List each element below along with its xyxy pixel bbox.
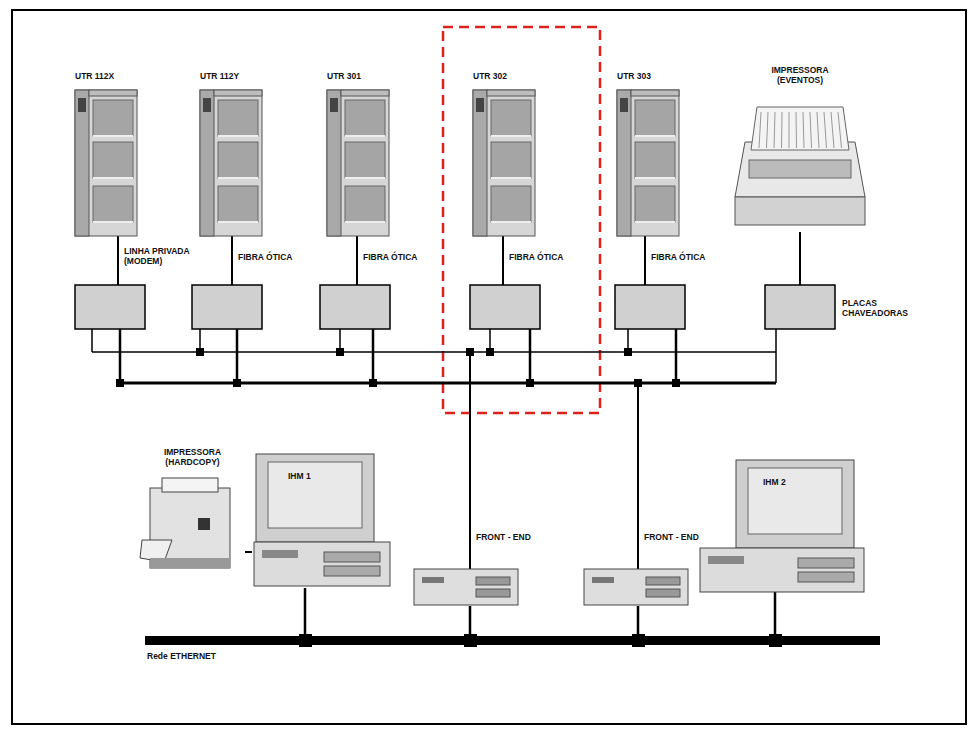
device-figure xyxy=(468,90,543,237)
network-label: Rede ETHERNET xyxy=(147,652,247,662)
device-figure xyxy=(612,90,687,237)
frame xyxy=(12,10,966,724)
device-label: UTR 112Y xyxy=(195,72,270,82)
device-label: FRONT - END xyxy=(582,533,716,543)
rtu-cabinet: UTR 303 xyxy=(612,72,687,237)
device-figure xyxy=(70,90,145,237)
printer: IMPRESSORA (HARDCOPY) xyxy=(140,448,245,578)
front-end: FRONT - END xyxy=(412,533,546,607)
device-label: IMPRESSORA (EVENTOS) xyxy=(765,66,835,86)
link-label: FIBRA ÓTICA xyxy=(363,253,433,263)
device-label: FRONT - END xyxy=(412,533,546,543)
printer: IMPRESSORA (EVENTOS) xyxy=(730,66,870,232)
workstation: IHM 2 xyxy=(698,458,868,592)
switch-label: PLACAS CHAVEADORAS xyxy=(842,299,918,319)
front-end: FRONT - END xyxy=(582,533,716,607)
device-label: UTR 303 xyxy=(612,72,687,82)
rtu-cabinet: UTR 301 xyxy=(322,72,397,237)
fiber-links xyxy=(118,232,800,285)
device-figure xyxy=(412,569,546,607)
device-figure xyxy=(195,90,270,237)
device-figure xyxy=(582,569,716,607)
device-label: IHM 2 xyxy=(698,478,868,488)
workstation: IHM 1 xyxy=(252,452,394,588)
device-figure xyxy=(730,102,870,232)
link-label: FIBRA ÓTICA xyxy=(238,253,308,263)
switch-boards xyxy=(75,285,835,329)
device-label: UTR 112X xyxy=(70,72,145,82)
link-label: FIBRA ÓTICA xyxy=(509,253,579,263)
rtu-cabinet: UTR 302 xyxy=(468,72,543,237)
device-figure xyxy=(322,90,397,237)
device-label: IMPRESSORA (HARDCOPY) xyxy=(158,448,228,468)
device-label: UTR 301 xyxy=(322,72,397,82)
device-figure xyxy=(252,452,394,588)
bus-junctions xyxy=(116,348,680,387)
highlight-box xyxy=(443,27,600,413)
rtu-cabinet: UTR 112Y xyxy=(195,72,270,237)
device-label: UTR 302 xyxy=(468,72,543,82)
rtu-cabinet: UTR 112X xyxy=(70,72,145,237)
device-label: IHM 1 xyxy=(252,472,394,482)
buses xyxy=(92,329,776,570)
link-label: LINHA PRIVADA (MODEM) xyxy=(124,247,196,267)
cable xyxy=(245,551,252,553)
link-label: FIBRA ÓTICA xyxy=(651,253,721,263)
device-figure xyxy=(140,478,245,578)
